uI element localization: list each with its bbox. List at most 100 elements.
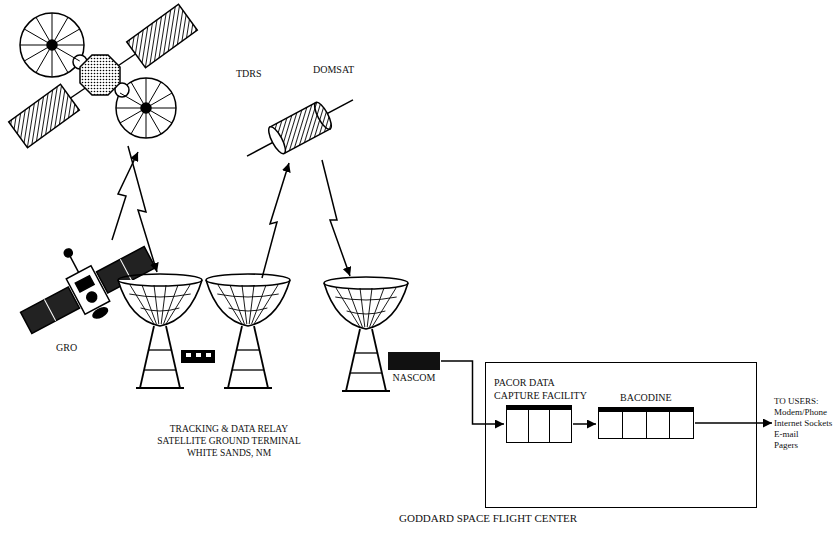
- relay-arrows-part: [112, 152, 138, 240]
- list-text: Internet Sockets: [774, 418, 832, 429]
- ground-dish-part: [228, 326, 242, 388]
- ground-dish-part: [242, 285, 247, 324]
- ground-dish-part: [154, 285, 159, 324]
- ground-dish-part: [252, 285, 266, 324]
- heading-text: BACODINE: [620, 391, 694, 404]
- ground-building-part: [181, 350, 215, 363]
- relay-arrows-part: [128, 146, 157, 272]
- ground-dish-part: [230, 285, 244, 324]
- ground-dish-part: [217, 294, 278, 297]
- cell: [528, 406, 550, 442]
- ground-dish-part: [324, 283, 408, 329]
- ground-dish-part: [254, 326, 268, 388]
- flow-arrow: [695, 422, 772, 424]
- ground-dish-part: [144, 369, 176, 370]
- ground-dish-part: [335, 297, 396, 300]
- ground-dish-part: [164, 285, 178, 324]
- ground-dish-part: [141, 308, 180, 311]
- tdrs-satellite-part: [47, 40, 57, 50]
- tdrs-satellite-part: [127, 4, 198, 68]
- ground-dish-part: [249, 285, 254, 324]
- ground-dish-part: [229, 308, 268, 311]
- cell-box: [598, 407, 694, 439]
- site-label: TRACKING & DATA RELAY SATELLITE GROUND T…: [147, 423, 311, 459]
- cell: [549, 406, 571, 442]
- relay-arrows: [112, 146, 350, 278]
- gro-satellite-part: [70, 256, 78, 272]
- ground-dish-part: [166, 326, 180, 388]
- ground-dish-part: [130, 285, 154, 324]
- domsat-satellite-part: [247, 100, 353, 156]
- ground-dish-part: [355, 352, 378, 353]
- satellite-label: DOMSAT: [313, 64, 354, 76]
- ground-dish-part: [372, 288, 396, 327]
- gro-satellite-part: [85, 290, 99, 304]
- cell: [669, 408, 693, 438]
- tdrs-satellite-part-part: [127, 4, 198, 68]
- satellite-label: GRO: [56, 342, 77, 354]
- ground-dish-part: [129, 294, 190, 297]
- ground-dish-part: [237, 349, 260, 350]
- list-text: Pagers: [774, 440, 832, 451]
- heading-text: GODDARD SPACE FLIGHT CENTER: [399, 512, 577, 525]
- gro-satellite-part: [75, 276, 94, 292]
- ground-dish-part: [206, 274, 290, 286]
- ground-dish-part: [142, 285, 156, 324]
- tdrs-satellite-part: [20, 13, 84, 77]
- ground-dish-part: [140, 326, 154, 388]
- ground-dish-part: [232, 369, 264, 370]
- ground-dish-part: [336, 288, 360, 327]
- heading-text: NASCOM: [393, 372, 436, 384]
- ground-dish-part: [149, 349, 172, 350]
- ground-dish-part: [348, 288, 362, 327]
- gro-satellite-part: [66, 266, 110, 314]
- list-text: E-mail: [774, 429, 832, 440]
- ground-dish-part: [360, 288, 365, 327]
- ground-dish-part: [367, 288, 372, 327]
- ground-building-part: [186, 353, 191, 357]
- ground-dish-part: [161, 285, 166, 324]
- tdrs-satellite-part: [80, 55, 120, 95]
- tdrs-satellite-part: [116, 78, 176, 138]
- ground-dish-part: [218, 285, 242, 324]
- nascom-block: [388, 352, 440, 370]
- ground-dish-part: [350, 372, 382, 373]
- gro-satellite-part: [91, 306, 109, 321]
- facility-box: GODDARD SPACE FLIGHT CENTERPACOR DATA CA…: [485, 362, 757, 508]
- cell: [622, 408, 646, 438]
- ground-dish-part: [224, 387, 272, 389]
- tdrs-satellite: [9, 4, 198, 148]
- gro-satellite-part: [21, 287, 80, 334]
- process-box: BACODINE: [598, 391, 694, 439]
- list-text: Modem/Phone: [774, 407, 832, 418]
- domsat-satellite-part: [266, 125, 289, 156]
- flow-arrow: [573, 423, 596, 425]
- ground-building: [181, 350, 215, 363]
- cell: [507, 406, 528, 442]
- ground-dish-part: [254, 285, 278, 324]
- ground-dish-part: [372, 329, 386, 391]
- ground-dish-part: [342, 390, 390, 392]
- relay-arrows-part: [322, 160, 350, 276]
- ground-dish-part: [118, 280, 202, 326]
- domsat-satellite: [240, 87, 360, 170]
- ground-dish-part: [370, 288, 384, 327]
- cell: [646, 408, 670, 438]
- gro-satellite-part: [44, 300, 55, 321]
- satellite-label: TDRS: [236, 68, 262, 80]
- domsat-satellite-part: [311, 100, 334, 131]
- ground-dish-part: [118, 274, 202, 286]
- tdrs-satellite-part: [9, 84, 80, 148]
- cell: [599, 408, 622, 438]
- ground-dish-part: [206, 280, 290, 326]
- process-box: PACOR DATA CAPTURE FACILITY: [494, 376, 594, 443]
- nascom-box: NASCOM: [388, 352, 440, 384]
- ground-building-part: [196, 353, 201, 357]
- ground-dish-part: [166, 285, 190, 324]
- tdrs-satellite-part: [141, 103, 151, 113]
- ground-dish-part: [136, 387, 184, 389]
- ground-building-part: [206, 353, 211, 357]
